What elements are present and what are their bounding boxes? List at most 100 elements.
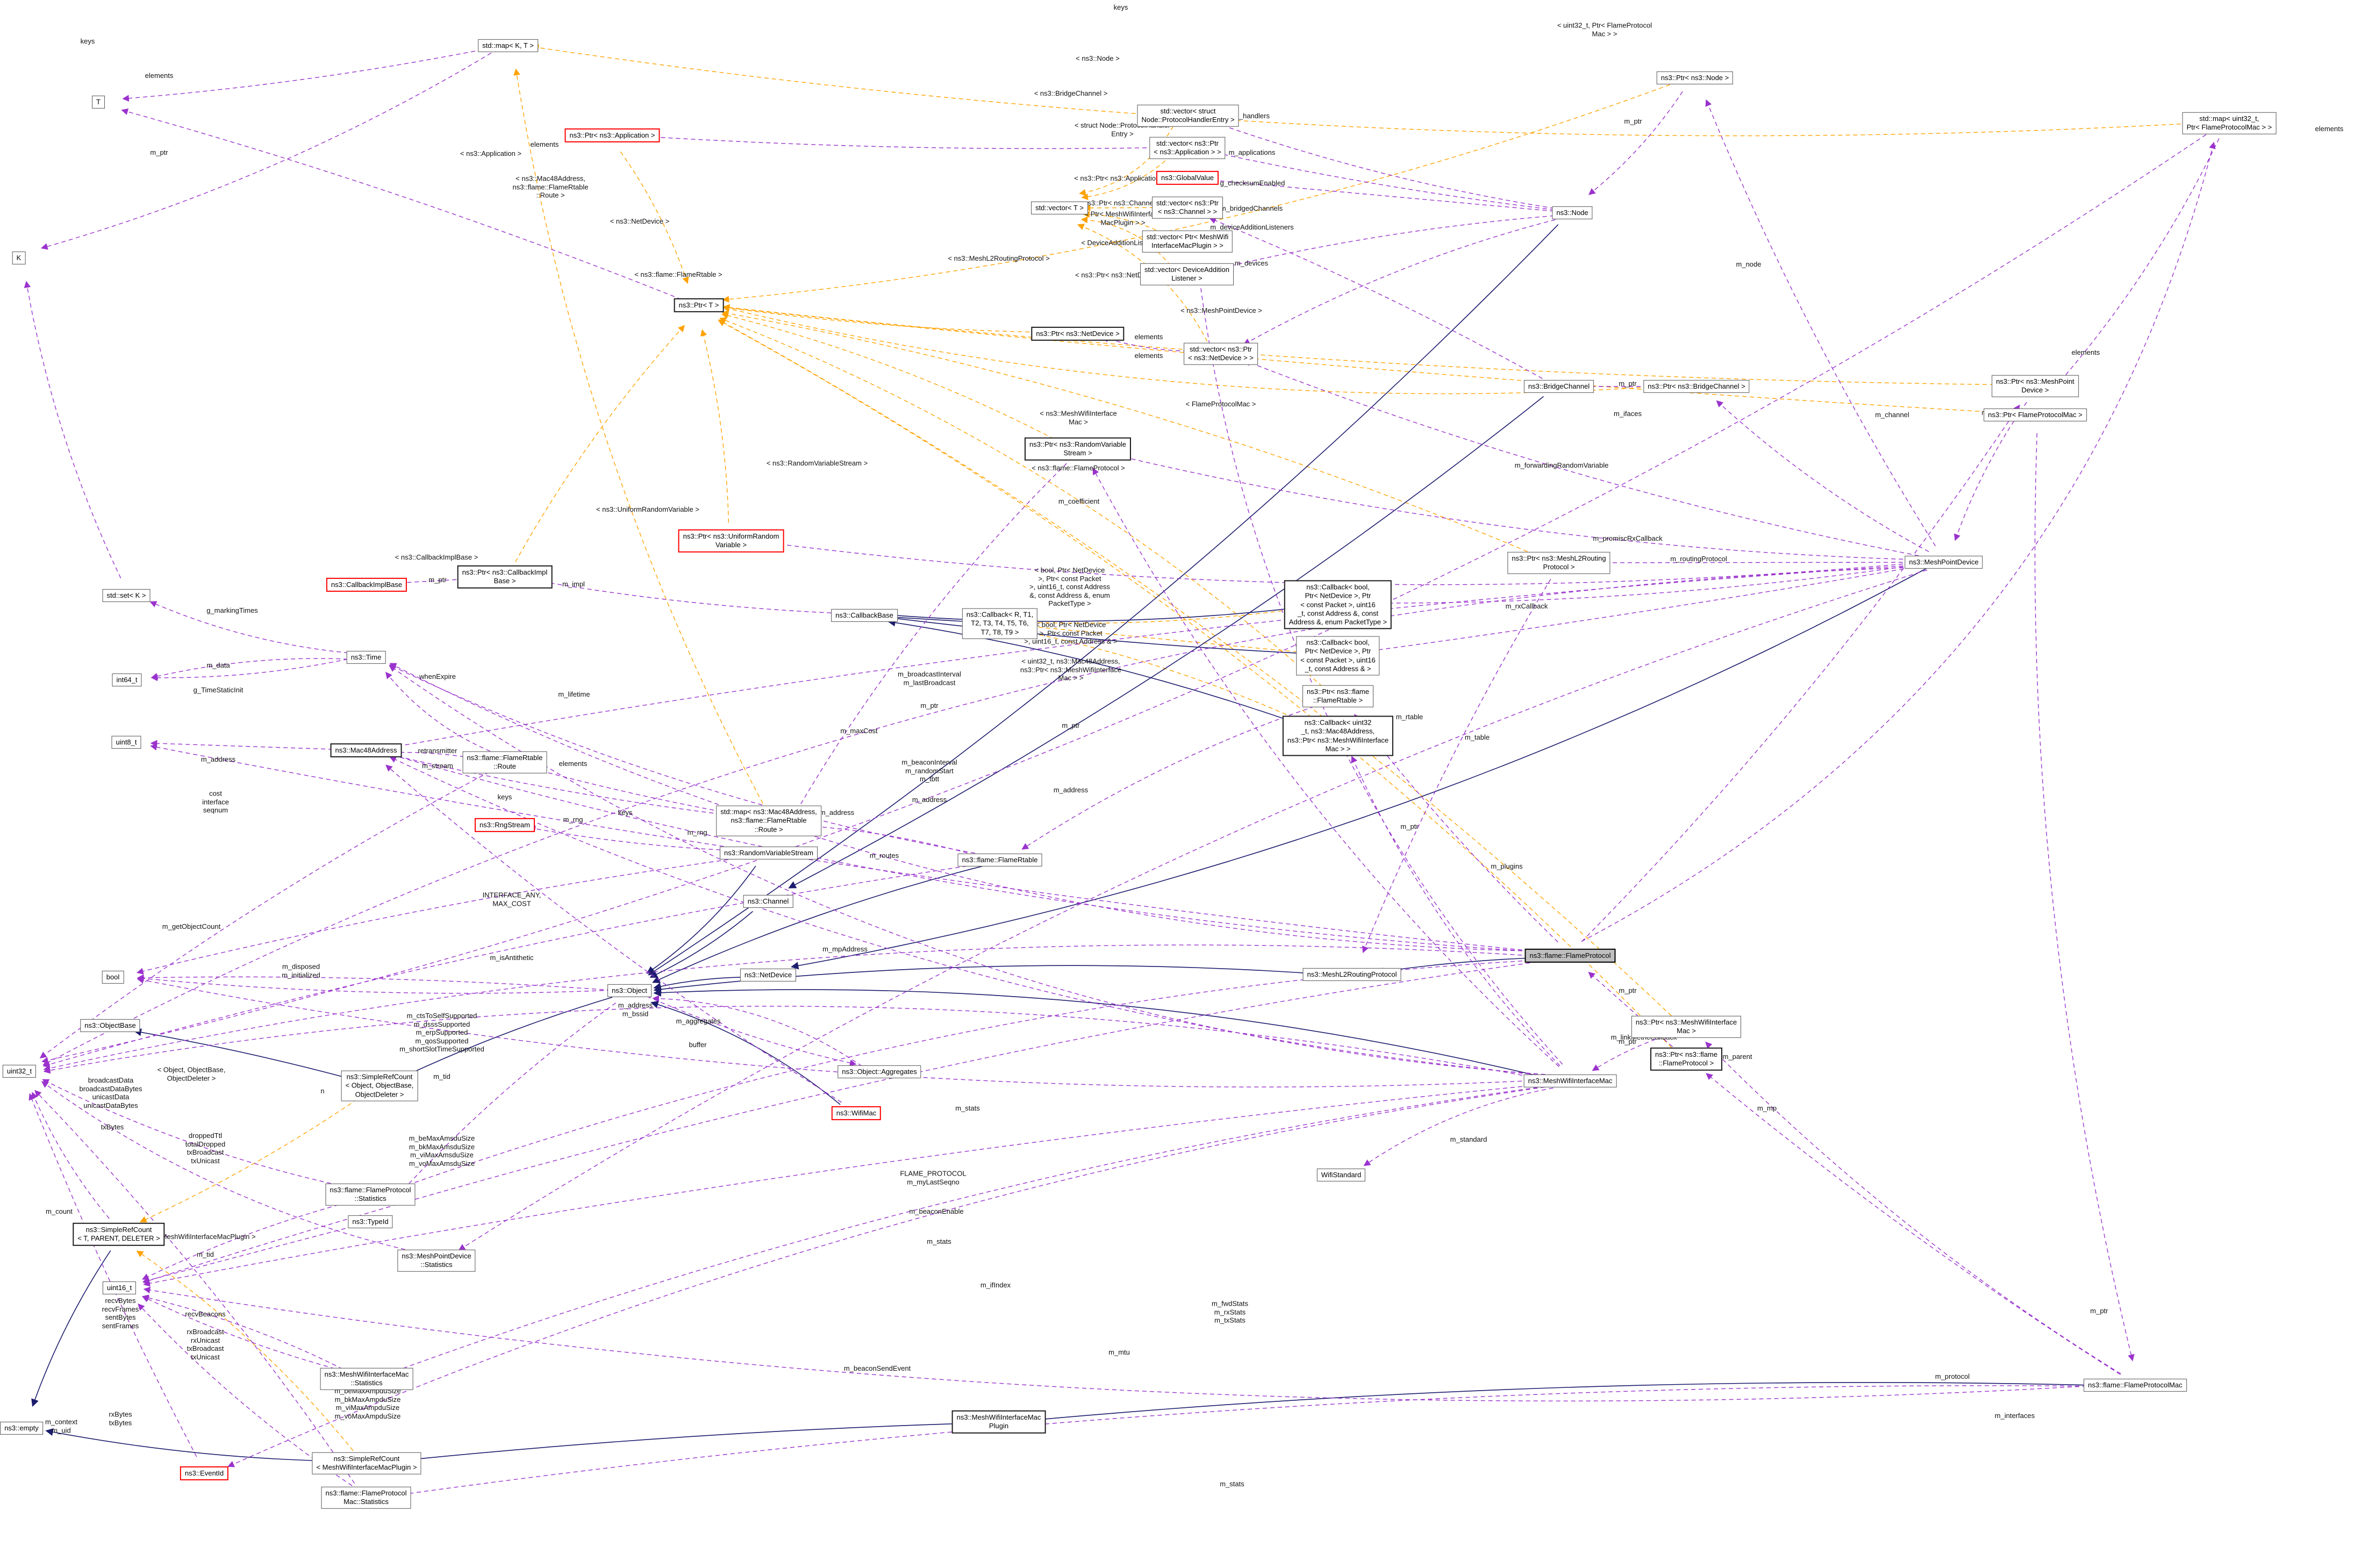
node-ptr_T[interactable]: ns3::Ptr< T > bbox=[674, 298, 724, 313]
node-ptr_mwim[interactable]: ns3::Ptr< ns3::MeshWifiInterface Mac > bbox=[1631, 1015, 1742, 1038]
node-objectbase[interactable]: ns3::ObjectBase bbox=[80, 1019, 140, 1033]
node-node[interactable]: ns3::Node bbox=[1552, 206, 1593, 220]
edge-fpm-ptr_fp bbox=[1706, 1073, 2121, 1375]
node-frt[interactable]: ns3::flame::FlameRtable bbox=[957, 853, 1042, 867]
node-cb_metric[interactable]: ns3::Callback< uint32 _t, ns3::Mac48Addr… bbox=[1282, 715, 1394, 756]
edge-ptr_T-T bbox=[121, 108, 682, 300]
edge-srf_plugin-empty bbox=[45, 1428, 349, 1462]
node-meshpointdevice[interactable]: ns3::MeshPointDevice bbox=[1905, 555, 1983, 569]
node-vec_ptr_nd[interactable]: std::vector< ns3::Ptr < ns3::NetDevice >… bbox=[1184, 342, 1258, 365]
node-eventid[interactable]: ns3::EventId bbox=[180, 1466, 229, 1481]
edge-ptr_fp-flameprotocol bbox=[1588, 971, 1673, 1047]
node-ptr_app[interactable]: ns3::Ptr< ns3::Application > bbox=[564, 128, 660, 143]
edge-route-time bbox=[385, 671, 491, 752]
node-route[interactable]: ns3::flame::FlameRtable ::Route bbox=[462, 751, 547, 774]
edge-ptr_fp-ptr_T bbox=[718, 320, 1672, 1048]
node-set_K[interactable]: std::set< K > bbox=[102, 589, 151, 603]
edge-wifimac-object bbox=[650, 1000, 841, 1105]
edge-meshpointdevice-cb_rx bbox=[1362, 564, 1926, 655]
edge-fp_stats-uint16 bbox=[141, 1200, 354, 1280]
node-cib[interactable]: ns3::CallbackImplBase bbox=[326, 577, 407, 592]
node-wifimac[interactable]: ns3::WifiMac bbox=[831, 1106, 882, 1121]
edge-ptr_node-node bbox=[1588, 91, 1683, 195]
node-map_fpm[interactable]: std::map< uint32_t, Ptr< FlameProtocolMa… bbox=[2182, 112, 2277, 134]
edge-mwim-ptr_rvs bbox=[1092, 468, 1559, 1067]
node-fp_stats[interactable]: ns3::flame::FlameProtocol ::Statistics bbox=[325, 1183, 416, 1206]
node-ptr_node[interactable]: ns3::Ptr< ns3::Node > bbox=[1656, 71, 1734, 85]
node-flameprotocol[interactable]: ns3::flame::FlameProtocol bbox=[1524, 948, 1616, 963]
node-mpd_stats[interactable]: ns3::MeshPointDevice ::Statistics bbox=[397, 1249, 476, 1272]
node-vec_dal[interactable]: std::vector< DeviceAddition Listener > bbox=[1140, 263, 1234, 285]
node-bool[interactable]: bool bbox=[102, 970, 124, 984]
node-srf_tpd[interactable]: ns3::SimpleRefCount < T, PARENT, DELETER… bbox=[73, 1222, 165, 1246]
edge-frt-map_mac_route bbox=[792, 822, 982, 857]
node-ptr_mpd[interactable]: ns3::Ptr< ns3::MeshPoint Device > bbox=[1992, 375, 2079, 397]
node-mwim[interactable]: ns3::MeshWifiInterfaceMac bbox=[1523, 1074, 1617, 1088]
edge-flameprotocol-time bbox=[389, 663, 1553, 952]
node-ptr_ml2rp[interactable]: ns3::Ptr< ns3::MeshL2Routing Protocol > bbox=[1507, 552, 1610, 574]
node-ptr_frt[interactable]: ns3::Ptr< ns3::flame ::FlameRtable > bbox=[1302, 685, 1373, 707]
node-mwim_stats[interactable]: ns3::MeshWifiInterfaceMac ::Statistics bbox=[320, 1367, 413, 1390]
node-cb_promisc[interactable]: ns3::Callback< bool, Ptr< NetDevice >, P… bbox=[1284, 580, 1392, 629]
edge-meshpointdevice-mac48 bbox=[390, 564, 1926, 750]
node-srf_obj[interactable]: ns3::SimpleRefCount < Object, ObjectBase… bbox=[341, 1070, 418, 1101]
node-ml2rp[interactable]: ns3::MeshL2RoutingProtocol bbox=[1302, 968, 1401, 982]
node-map_mac_route[interactable]: std::map< ns3::Mac48Address, ns3::flame:… bbox=[716, 805, 821, 836]
node-rngstream[interactable]: ns3::RngStream bbox=[475, 818, 535, 833]
edge-cb_promisc-cb_generic bbox=[1023, 605, 1320, 626]
node-ptr_bridgechannel[interactable]: ns3::Ptr< ns3::BridgeChannel > bbox=[1643, 380, 1750, 393]
node-ptr_fp[interactable]: ns3::Ptr< ns3::flame ::FlameProtocol > bbox=[1650, 1047, 1722, 1071]
node-uint8[interactable]: uint8_t bbox=[111, 735, 141, 749]
edge-ptr_ml2rp-ml2rp bbox=[1362, 579, 1551, 954]
node-cb_generic[interactable]: ns3::Callback< R, T1, T2, T3, T4, T5, T6… bbox=[962, 608, 1038, 639]
node-ptr_rvs[interactable]: ns3::Ptr< ns3::RandomVariable Stream > bbox=[1024, 437, 1132, 461]
node-aggregates[interactable]: ns3::Object::Aggregates bbox=[838, 1065, 921, 1079]
node-cb_rx[interactable]: ns3::Callback< bool, Ptr< NetDevice >, P… bbox=[1296, 636, 1380, 676]
node-srf_plugin[interactable]: ns3::SimpleRefCount < MeshWifiInterfaceM… bbox=[312, 1452, 421, 1474]
node-K[interactable]: K bbox=[12, 251, 26, 265]
edge-cb_promisc-cbase bbox=[888, 604, 1320, 622]
node-ptr_cib[interactable]: ns3::Ptr< ns3::CallbackImpl Base > bbox=[457, 565, 553, 589]
edge-mwim-object bbox=[653, 989, 1552, 1080]
node-channel[interactable]: ns3::Channel bbox=[743, 894, 793, 908]
node-object[interactable]: ns3::Object bbox=[607, 984, 652, 998]
node-mac48[interactable]: ns3::Mac48Address bbox=[330, 743, 402, 758]
edge-map_mac_route-mac48 bbox=[390, 753, 751, 818]
node-map_KT[interactable]: std::map< K, T > bbox=[478, 39, 538, 53]
edge-time-int64 bbox=[151, 658, 348, 680]
node-uint32[interactable]: uint32_t bbox=[2, 1064, 37, 1078]
edge-meshpointdevice-ptr_node bbox=[1705, 99, 1936, 547]
node-T[interactable]: T bbox=[92, 95, 105, 109]
edge-vec_ptr_app-ptr_app bbox=[636, 133, 1170, 149]
node-vec_ptr_channel[interactable]: std::vector< ns3::Ptr < ns3::Channel > > bbox=[1152, 196, 1223, 219]
node-empty[interactable]: ns3::empty bbox=[0, 1421, 43, 1435]
node-ptr_fpm[interactable]: ns3::Ptr< FlameProtocolMac > bbox=[1984, 408, 2087, 422]
node-rvs[interactable]: ns3::RandomVariableStream bbox=[720, 846, 818, 860]
node-globalvalue[interactable]: ns3::GlobalValue bbox=[1156, 170, 1219, 185]
node-vec_ph[interactable]: std::vector< struct Node::ProtocolHandle… bbox=[1137, 104, 1239, 127]
node-time[interactable]: ns3::Time bbox=[346, 650, 386, 664]
node-fpm_stats[interactable]: ns3::flame::FlameProtocol Mac::Statistic… bbox=[321, 1486, 411, 1509]
node-uint16[interactable]: uint16_t bbox=[102, 1281, 137, 1295]
edge-fpm_stats-uint32 bbox=[34, 1090, 355, 1484]
node-vec_plugin[interactable]: std::vector< Ptr< MeshWifi InterfaceMacP… bbox=[1142, 230, 1233, 253]
node-ptr_netdevice[interactable]: ns3::Ptr< ns3::NetDevice > bbox=[1031, 326, 1125, 341]
edge-netdevice-object bbox=[653, 977, 750, 991]
edge-flameprotocol-uint32 bbox=[43, 944, 1552, 1072]
node-bridgechannel[interactable]: ns3::BridgeChannel bbox=[1523, 380, 1594, 393]
edge-flameprotocol-map_fpm bbox=[1581, 141, 2216, 942]
node-cbase[interactable]: ns3::CallbackBase bbox=[831, 608, 898, 622]
node-ptr_urv[interactable]: ns3::Ptr< ns3::UniformRandom Variable > bbox=[678, 529, 784, 553]
node-fpm[interactable]: ns3::flame::FlameProtocolMac bbox=[2084, 1378, 2187, 1392]
node-int64[interactable]: int64_t bbox=[112, 673, 142, 687]
edge-eventid-uint32 bbox=[28, 1093, 197, 1457]
edge-rvs-bool bbox=[136, 856, 751, 975]
node-vector_T[interactable]: std::vector< T > bbox=[1031, 201, 1088, 215]
edge-node-vec_ptr_nd bbox=[1243, 219, 1556, 345]
node-plugin[interactable]: ns3::MeshWifiInterfaceMac Plugin bbox=[951, 1410, 1046, 1434]
node-vec_ptr_app[interactable]: std::vector< ns3::Ptr < ns3::Application… bbox=[1149, 137, 1226, 159]
node-netdevice[interactable]: ns3::NetDevice bbox=[740, 968, 797, 982]
node-typeid[interactable]: ns3::TypeId bbox=[348, 1215, 393, 1229]
edge-meshpointdevice-uint32 bbox=[42, 566, 1927, 1065]
node-wifistandard[interactable]: WifiStandard bbox=[1316, 1168, 1366, 1182]
